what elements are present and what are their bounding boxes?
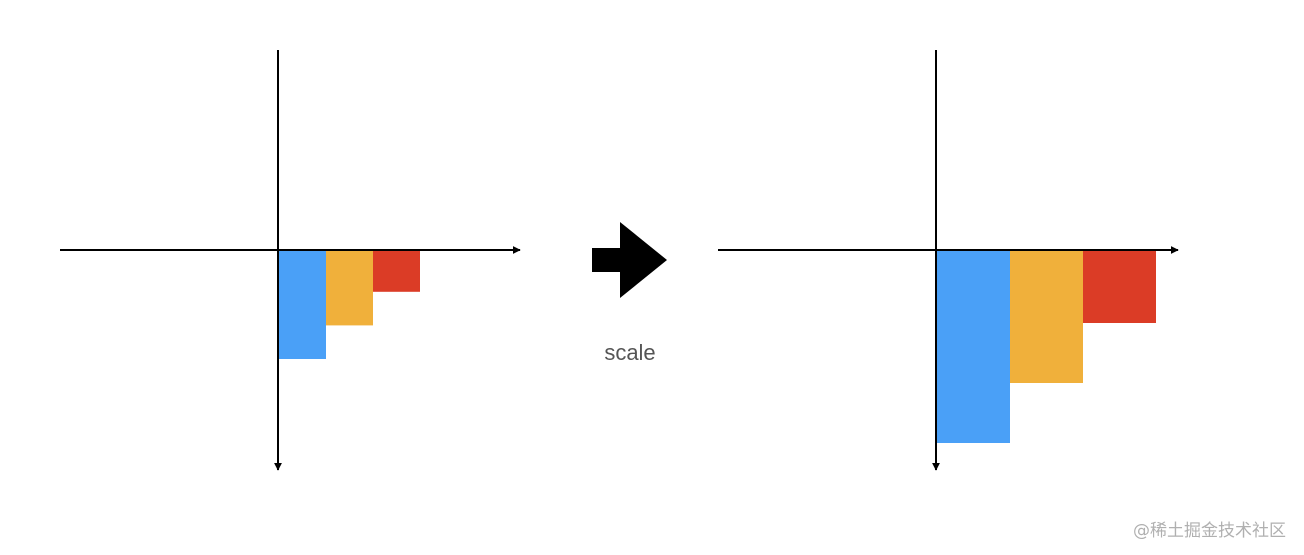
diagram-before xyxy=(60,50,521,471)
bars-after xyxy=(937,251,1156,443)
diagram-after xyxy=(718,50,1179,471)
after-bar-1 xyxy=(937,251,1010,443)
before-bar-1 xyxy=(279,251,326,359)
after-bar-2 xyxy=(1010,251,1083,383)
bars-before xyxy=(279,251,420,359)
before-bar-2 xyxy=(326,251,373,326)
right-arrow-icon xyxy=(592,222,667,298)
after-bar-3 xyxy=(1083,251,1156,323)
before-bar-3 xyxy=(373,251,420,292)
scale-caption: scale xyxy=(604,340,656,365)
watermark: @稀土掘金技术社区 xyxy=(1133,521,1286,541)
